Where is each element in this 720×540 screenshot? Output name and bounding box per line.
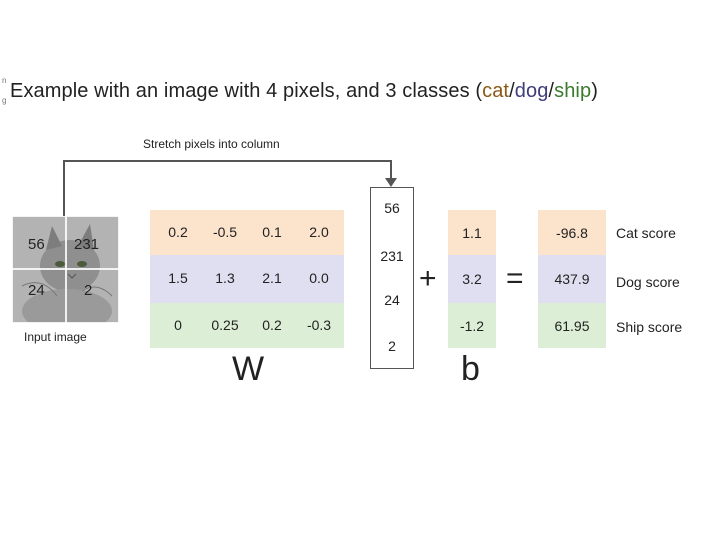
corner-letter-n: n bbox=[2, 76, 7, 85]
w-row-cat-bg bbox=[150, 210, 344, 255]
title-prefix: Example with an image with 4 pixels, and… bbox=[10, 80, 483, 102]
column-value: 231 bbox=[380, 248, 404, 264]
column-value: 2 bbox=[388, 338, 396, 354]
b-label: b bbox=[461, 350, 480, 388]
dog-score-label: Dog score bbox=[616, 274, 680, 290]
w-cell: 0.0 bbox=[309, 270, 329, 286]
class-dog: dog bbox=[514, 80, 549, 102]
pixel-value: 56 bbox=[28, 236, 45, 253]
score-cell-cat: -96.8 bbox=[538, 210, 606, 255]
w-cell: 0.1 bbox=[262, 224, 282, 240]
corner-letter-g: g bbox=[2, 96, 7, 105]
pixel-column-vector: 56 231 24 2 bbox=[370, 187, 414, 369]
plus-sign: + bbox=[419, 262, 437, 295]
score-cell-dog: 437.9 bbox=[538, 255, 606, 303]
w-cell: 2.0 bbox=[309, 224, 329, 240]
w-cell: -0.3 bbox=[306, 317, 332, 333]
title-sep-1: / bbox=[509, 80, 515, 102]
cat-score-label: Cat score bbox=[616, 225, 676, 241]
title-suffix: ) bbox=[591, 80, 598, 102]
class-ship: ship bbox=[554, 80, 592, 102]
stretch-label: Stretch pixels into column bbox=[143, 137, 280, 151]
pixel-value: 2 bbox=[84, 282, 93, 299]
b-cell-cat: 1.1 bbox=[448, 210, 496, 255]
class-cat: cat bbox=[482, 80, 510, 102]
w-row-dog-bg bbox=[150, 255, 344, 303]
w-cell: 1.5 bbox=[168, 270, 188, 286]
equals-sign: = bbox=[506, 262, 524, 295]
ship-score-label: Ship score bbox=[616, 319, 683, 335]
w-cell: 0.2 bbox=[168, 224, 188, 240]
w-cell: 0.2 bbox=[262, 317, 282, 333]
w-cell: 0.25 bbox=[211, 317, 239, 333]
input-image-label: Input image bbox=[24, 330, 87, 344]
pixel-value: 24 bbox=[28, 282, 45, 299]
column-value: 24 bbox=[384, 292, 400, 308]
w-cell: 0 bbox=[174, 317, 182, 333]
b-cell-ship: -1.2 bbox=[448, 303, 496, 348]
slide-title: Example with an image with 4 pixels, and… bbox=[10, 80, 598, 103]
pixel-value: 231 bbox=[74, 236, 100, 253]
b-cell-dog: 3.2 bbox=[448, 255, 496, 303]
w-cell: -0.5 bbox=[212, 224, 238, 240]
score-cell-ship: 61.95 bbox=[538, 303, 606, 348]
w-label: W bbox=[232, 350, 265, 388]
w-cell: 2.1 bbox=[262, 270, 282, 286]
title-sep-2: / bbox=[548, 80, 555, 102]
column-value: 56 bbox=[384, 200, 400, 216]
w-cell: 1.3 bbox=[215, 270, 235, 286]
w-row-ship-bg bbox=[150, 303, 344, 348]
input-image: 56 231 24 2 bbox=[12, 216, 119, 323]
